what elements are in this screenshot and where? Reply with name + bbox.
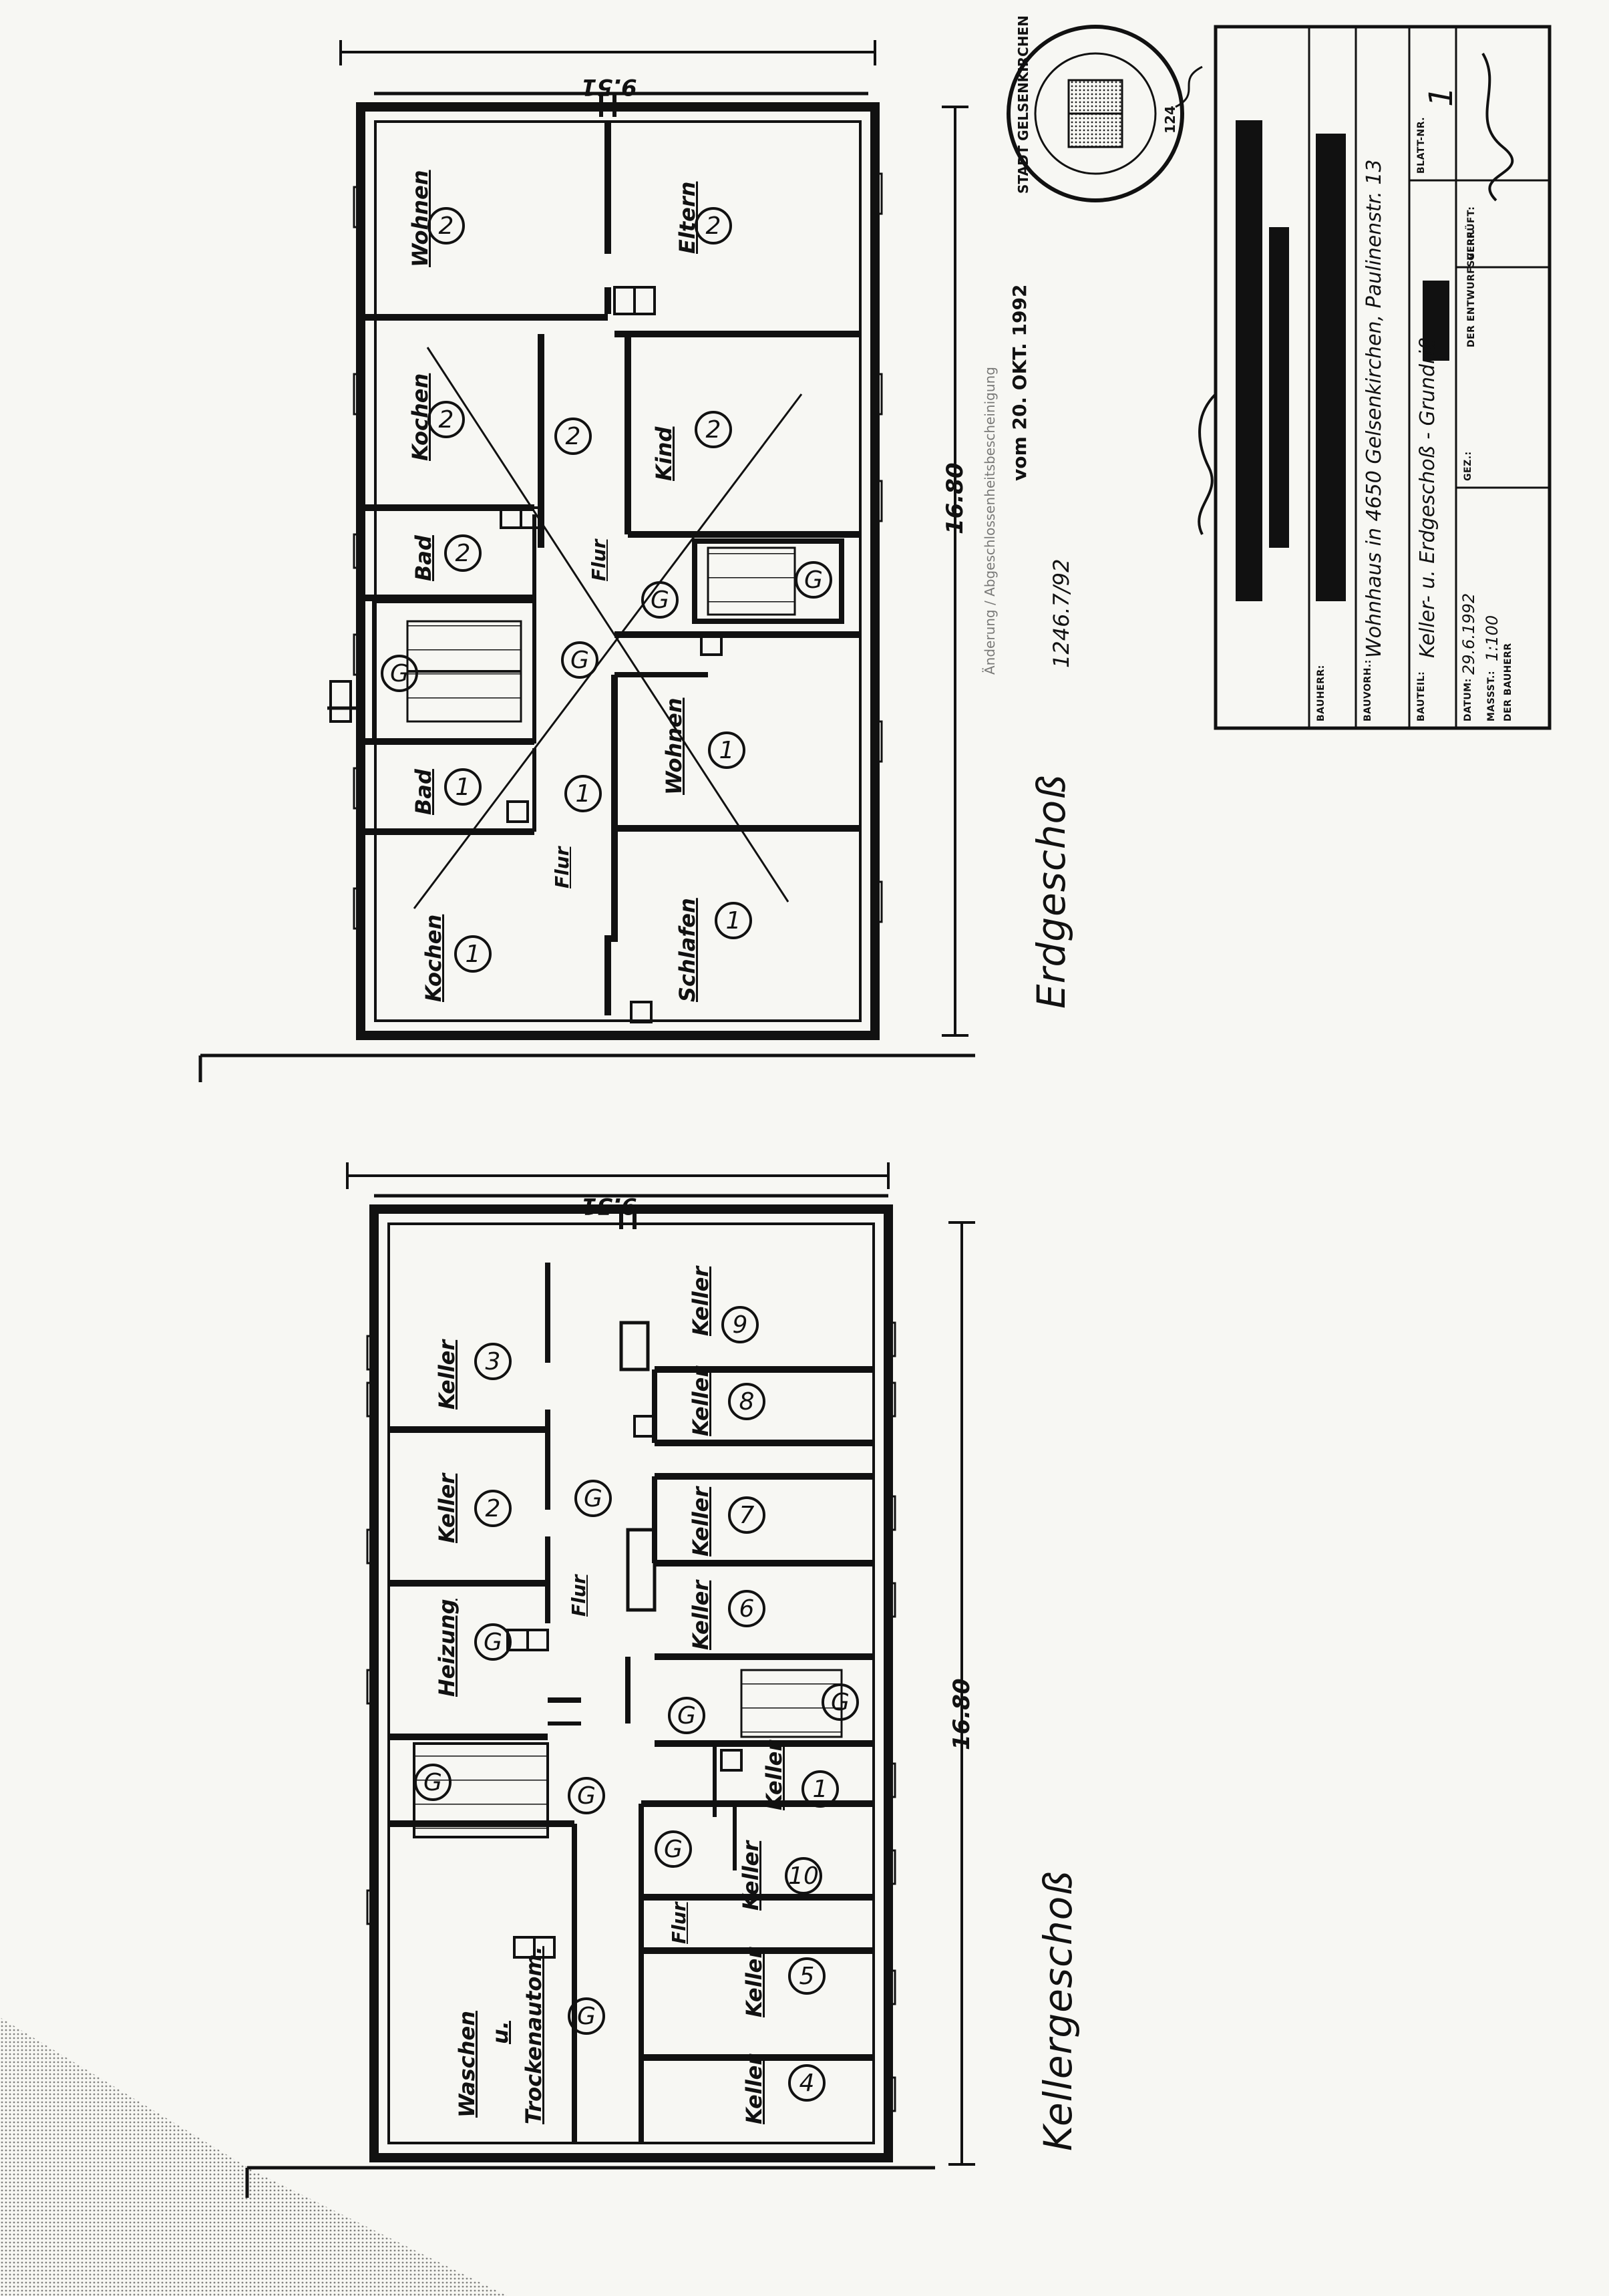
unit-number: 2 [427,401,465,438]
room-label-waschen-u: u. [488,2021,513,2044]
unit-number: 5 [788,1957,826,1995]
unit-number: 2 [695,411,732,448]
room-label-keller-2: Keller [434,1473,460,1543]
gas-marker-g: G [568,1777,605,1814]
datum-value: 29.6.1992 [1459,593,1478,675]
bauherr-label: BAUHERR: [1316,665,1326,721]
unit-number: 3 [474,1343,512,1380]
room-label-kind-2: Kind [651,426,677,481]
title-block-frame [1175,25,1552,730]
unit-number: 1 [801,1770,839,1808]
redaction-bar [1423,281,1449,361]
basement-length-dimension: 16.80 [948,1678,975,1750]
unit-number: 1 [708,731,745,769]
room-label-keller-7: Keller [688,1486,713,1556]
gas-marker-g: G [822,1683,859,1721]
basement-plan [245,1162,975,2198]
room-label-keller-1: Keller [761,1740,787,1810]
unit-number: 9 [721,1306,759,1343]
gas-marker-g: G [574,1480,612,1517]
room-label-schlafen-1: Schlafen [675,898,700,1002]
ground-width-dimension: 9.51 [581,73,637,100]
unit-number: 7 [728,1496,765,1534]
gas-marker-g: G [641,581,679,619]
room-label-keller-3: Keller [434,1339,460,1410]
unit-number: 2 [444,534,482,572]
room-label-flur-2: Flur [588,539,610,581]
room-label-wohnen-1: Wohnen [661,697,687,795]
blatt-label: BLATT-NR. [1416,116,1427,174]
bauteil-label: BAUTEIL: [1416,671,1427,721]
ground-length-dimension: 16.80 [942,462,968,534]
signature-scribble [1198,393,1217,535]
room-label-keller-4: Keller [741,2054,767,2124]
room-label-keller-8: Keller [688,1366,713,1436]
blatt-value: 1 [1423,86,1460,107]
bauherr-signature-label: DER BAUHERR [1503,643,1513,721]
unit-number: 8 [728,1383,765,1420]
gez-label: GEZ.: [1463,451,1473,481]
datum-label: DATUM: [1463,678,1473,721]
bauvorhaben-value: Wohnhaus in 4650 Gelsenkirchen, Paulinen… [1363,159,1386,658]
ground-floor-plan [198,40,975,1082]
room-label-bad-1: Bad [411,769,436,815]
city-stamp-seal [1007,25,1184,202]
massst-value: 1:100 [1483,615,1501,661]
gas-marker-g: G [655,1830,692,1868]
unit-number: 1 [454,935,492,973]
unit-number: 2 [554,418,592,455]
unit-number: 1 [444,768,482,806]
room-label-bad-2: Bad [411,535,436,581]
room-label-flur: Flur [668,1902,690,1944]
redaction-bar [1236,120,1262,601]
gas-marker-g: G [561,641,598,679]
room-label-keller-10: Keller [738,1840,763,1911]
stamp-number: 124 [1162,106,1178,134]
unit-number: 2 [695,207,732,244]
massst-label: MASSST.: [1486,670,1497,721]
room-label-flur: Flur [568,1575,590,1617]
gas-marker-g: G [568,1997,605,2035]
room-label-keller-9: Keller [688,1266,713,1336]
unit-number: 6 [728,1590,765,1627]
basement-width-dimension: 9.51 [581,1192,637,1219]
room-label-kochen-1: Kochen [421,914,446,1002]
gas-marker-g: G [795,561,832,599]
unit-number: 4 [788,2064,826,2102]
unit-number: 2 [427,207,465,244]
approval-note-line1: Änderung / Abgeschlossenheitsbescheinigu… [982,367,998,675]
approval-reference: 1246.7/92 [1049,558,1074,668]
approval-note-date: vom 20. OKT. 1992 [1009,284,1031,481]
room-label-keller-6: Keller [688,1580,713,1650]
gas-marker-g: G [668,1697,705,1734]
room-label-keller-5: Keller [741,1947,767,2017]
signature-scribble [1481,52,1514,202]
unit-number: 1 [564,775,602,812]
gas-marker-g: G [474,1623,512,1661]
redaction-bar [1316,134,1346,601]
unit-number: 2 [474,1490,512,1527]
geprueft-label: GEPRÜFT: [1466,206,1477,261]
room-label-waschen: Waschen [454,2011,480,2118]
bauteil-value: Keller- u. Erdgeschoß - Grundriß [1416,337,1439,658]
basement-title: Kellergeschoß [1035,1870,1081,2151]
redaction-bar [1269,227,1289,548]
scan-shadow [0,2017,508,2296]
unit-number: 10 [785,1857,822,1895]
ground-floor-title: Erdgeschoß [1029,774,1074,1009]
gas-marker-g: G [381,655,418,692]
room-label-trockenautom: Trockenautom. [521,1946,546,2124]
unit-number: 1 [715,902,752,939]
gas-marker-g: G [414,1764,452,1801]
room-label-heizung: Heizung [434,1599,460,1697]
stamp-text: STADT GELSENKIRCHEN [1015,15,1031,194]
bauvorhaben-label: BAUVORH.: [1363,659,1373,721]
room-label-flur-1: Flur [551,846,573,888]
